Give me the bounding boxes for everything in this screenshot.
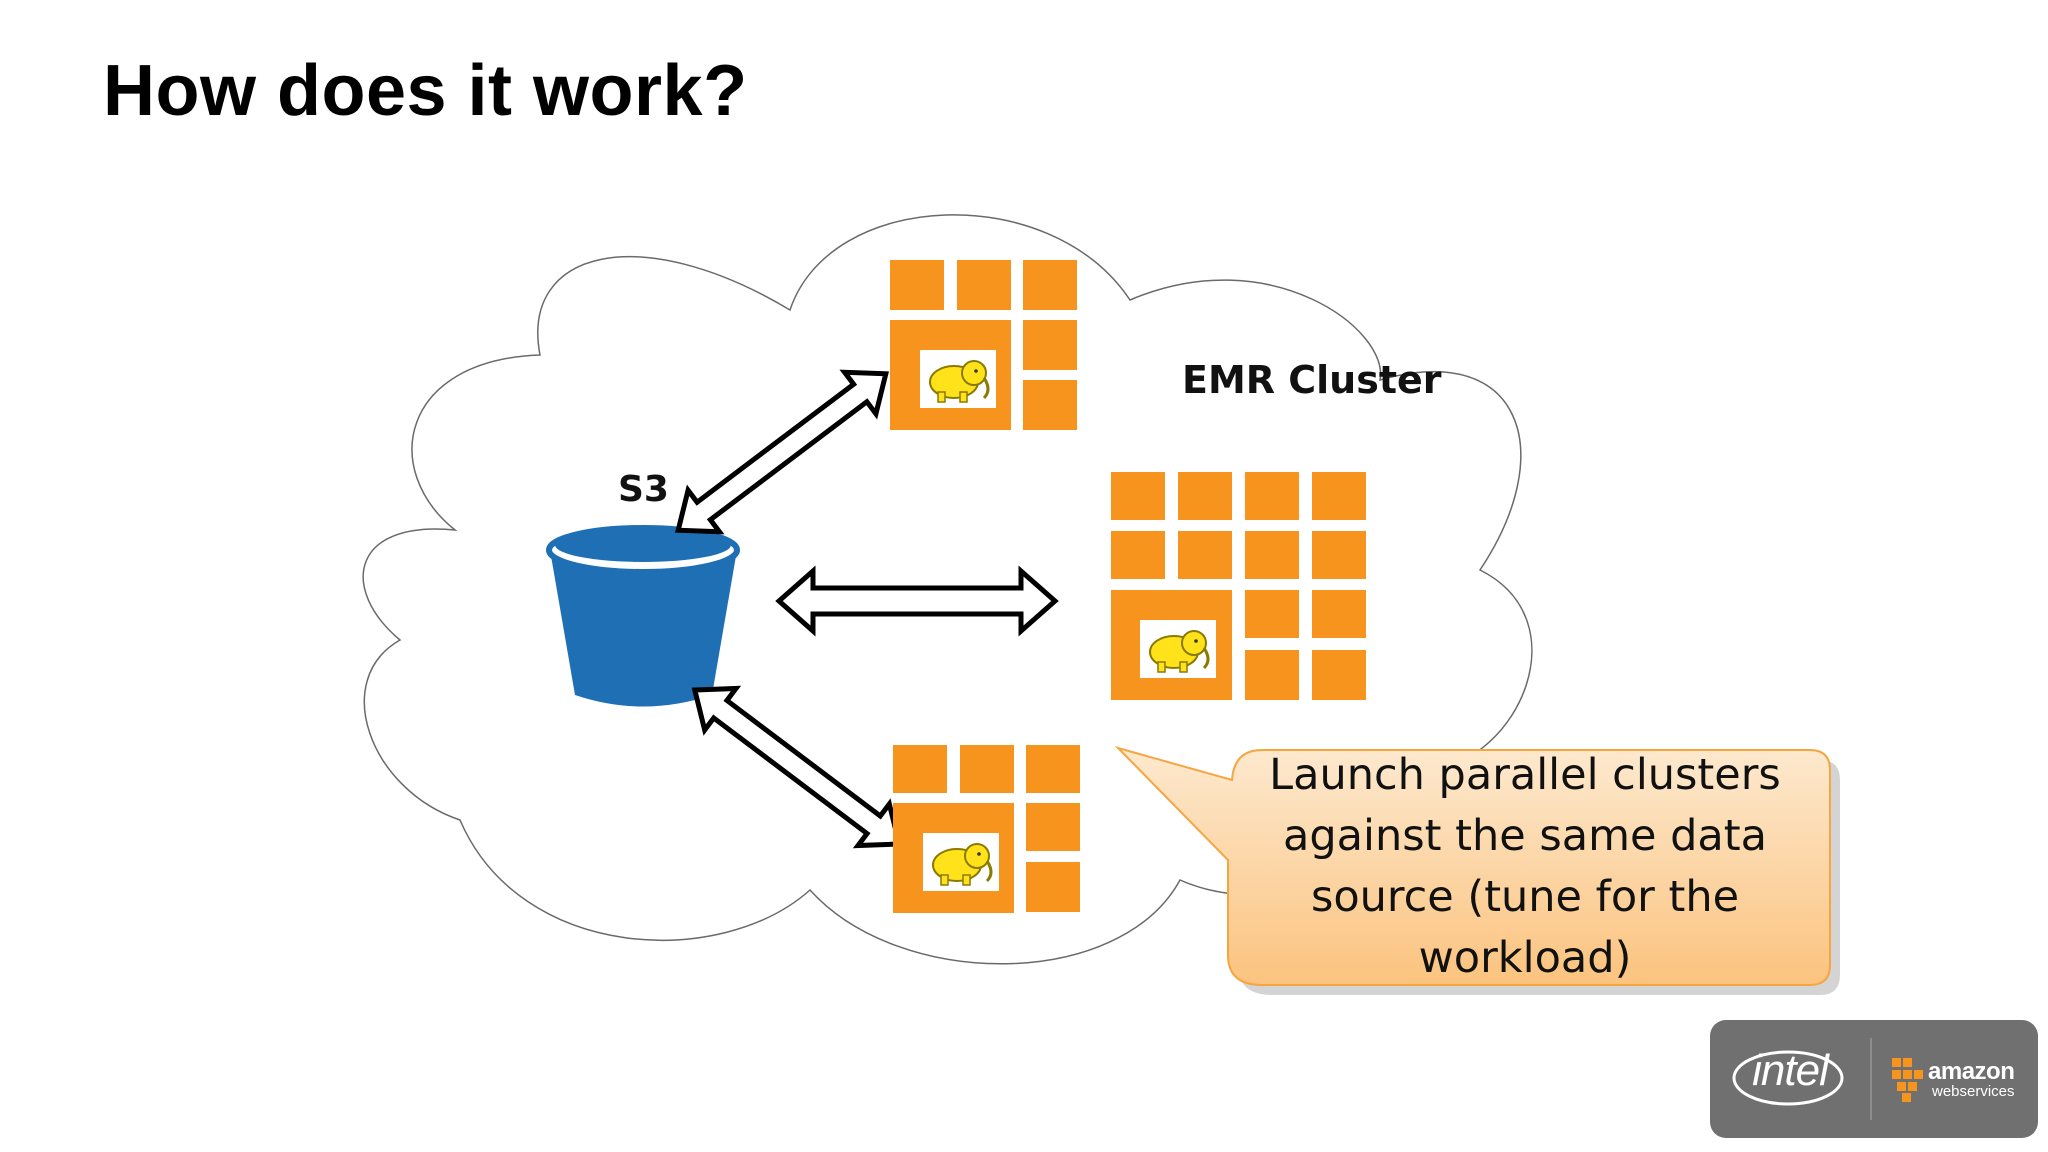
s3-label: S3: [618, 469, 669, 510]
emr-cluster-bottom: [893, 745, 1080, 913]
hadoop-elephant-icon: [1149, 630, 1210, 673]
arrow-middle-icon: [775, 565, 1059, 637]
logo-divider: [1870, 1038, 1872, 1120]
slide-title: How does it work?: [103, 51, 748, 131]
partner-logo-box: intel amazon webservices: [1710, 1020, 2038, 1138]
aws-logo-subtext: webservices: [1932, 1083, 2015, 1100]
amazon-logo-text: amazon: [1928, 1058, 2015, 1085]
hadoop-elephant-icon: [932, 843, 993, 886]
hadoop-elephant-icon: [929, 360, 990, 403]
emr-cluster-label: EMR Cluster: [1182, 358, 1442, 402]
callout-text: Launch parallel clusters against the sam…: [1269, 750, 1781, 983]
intel-logo-text: intel: [1752, 1046, 1829, 1095]
emr-cluster-middle: [1111, 472, 1366, 700]
callout-bubble: [1114, 746, 1840, 995]
intel-logo: intel: [1730, 1042, 1850, 1112]
emr-cluster-top: [890, 260, 1077, 430]
s3-bucket-icon: [546, 525, 740, 707]
arrow-top-icon: [675, 369, 889, 535]
aws-cubes-icon: [1892, 1058, 1923, 1102]
